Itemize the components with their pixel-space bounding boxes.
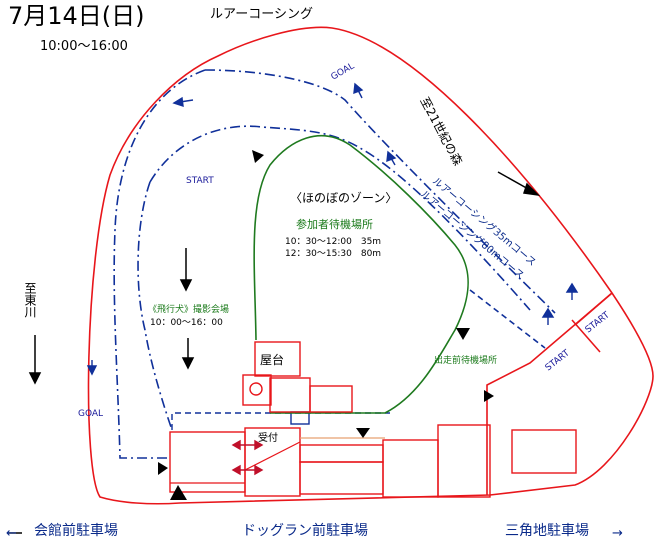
building-e (299, 461, 384, 495)
stall-box (254, 341, 301, 377)
honobono-zone (253, 135, 469, 414)
building-f (382, 439, 439, 498)
building-h (511, 429, 577, 474)
parking-left-label: 会館前駐車場 (34, 522, 118, 539)
reception-diagonal (244, 441, 301, 471)
start-inner-label: START (186, 176, 214, 186)
building-d (299, 444, 384, 463)
building-a (242, 374, 272, 406)
waiting-area-label: 参加者待機場所 (296, 217, 373, 231)
parking-arrow-left: ← (6, 526, 17, 540)
triangle-markers (158, 150, 494, 500)
parking-center-label: ドッグラン前駐車場 (242, 522, 368, 539)
parking-arrow-right: → (612, 526, 623, 540)
start-line (571, 319, 601, 353)
course-80m-label: ルアーコーシング80mコース (418, 187, 527, 281)
forest-label: 至21世紀の森 (417, 94, 466, 168)
goal-top-label: GOAL (330, 61, 357, 82)
course-inner-left (137, 181, 173, 431)
event-hours: 10:00〜16:00 (40, 39, 128, 54)
course-80m (149, 125, 531, 311)
venue-boundary (87, 26, 654, 505)
flying-dog-title: 《飛行犬》撮影会場 (148, 303, 229, 315)
flying-dog-hours: 10：00〜16：00 (150, 318, 223, 328)
event-date: 7月14日(日) (8, 2, 145, 30)
zone-slot-2: 12：30〜15:30 80m (285, 249, 381, 259)
pre-run-area-label: 出走前待機場所 (434, 354, 497, 366)
stall-label: 屋台 (260, 352, 284, 367)
building-c (309, 385, 353, 413)
building-g (437, 424, 491, 498)
right-inner-boundary (486, 292, 613, 495)
zone-slot-1: 10：30〜12:00 35m (285, 237, 381, 247)
course-35m-label: ルアーコーシング35mコース (430, 174, 539, 268)
direction-arrows (8, 171, 541, 534)
parking-right-label: 三角地駐車場 (505, 522, 589, 539)
double-arrows (231, 439, 264, 476)
course-arrows (86, 82, 579, 376)
start-divider (574, 292, 613, 326)
reception-label: 受付 (258, 431, 278, 444)
zone-title: 〈ほのぼのゾーン〉 (290, 191, 397, 205)
goal-left-label: GOAL (78, 409, 103, 419)
start-right-label-a: START (544, 348, 572, 373)
course-outer-left (113, 69, 206, 459)
to-east-label: 至東川 (23, 282, 37, 318)
course-dashed (469, 289, 546, 349)
course-35m (204, 69, 556, 314)
building-b (269, 377, 311, 413)
event-name: ルアーコーシング (210, 7, 313, 22)
building-a-marker (249, 382, 263, 396)
